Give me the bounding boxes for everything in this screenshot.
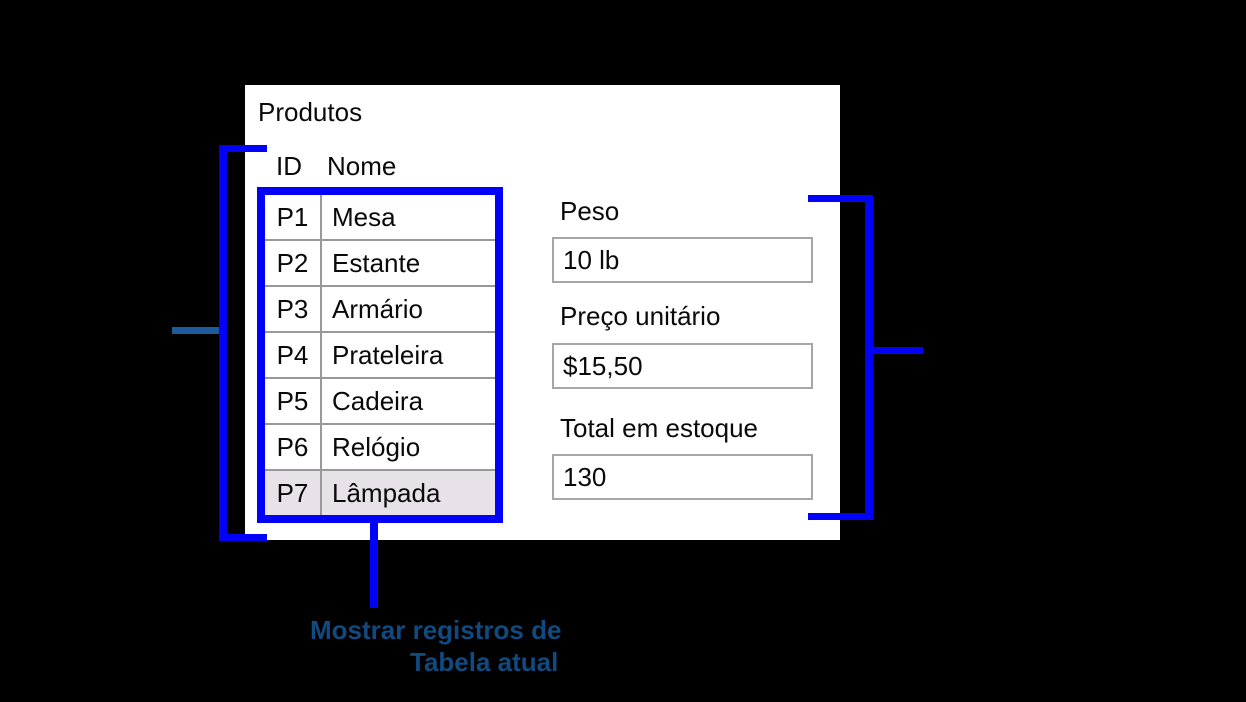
- left-bracket-bottom-arm: [219, 534, 267, 541]
- right-bracket-top-arm: [808, 195, 873, 202]
- preco-unitario-input[interactable]: $15,50: [552, 343, 813, 389]
- record-name-cell: Relógio: [321, 424, 499, 471]
- record-id-cell: P4: [261, 332, 322, 379]
- table-column-headers: ID Nome: [257, 152, 503, 182]
- total-em-estoque-input[interactable]: 130: [552, 454, 813, 500]
- caption-connector-line: [370, 521, 378, 608]
- column-header-nome: Nome: [327, 151, 397, 181]
- window-title: Produtos: [258, 97, 363, 127]
- record-name-cell: Cadeira: [321, 378, 499, 425]
- peso-label: Peso: [560, 196, 620, 226]
- record-name-cell: Mesa: [321, 191, 499, 241]
- record-id-cell: P7: [261, 470, 322, 519]
- left-bracket-vertical: [219, 145, 227, 541]
- total-em-estoque-label: Total em estoque: [560, 413, 759, 443]
- peso-input[interactable]: 10 lb: [552, 237, 813, 283]
- column-header-id: ID: [276, 151, 302, 181]
- right-bracket-vertical: [865, 195, 873, 520]
- record-id-cell: P3: [261, 286, 322, 333]
- right-connector-line: [873, 347, 923, 354]
- record-name-cell: Prateleira: [321, 332, 499, 379]
- record-name-cell: Lâmpada: [321, 470, 499, 519]
- record-id-cell: P1: [261, 191, 322, 241]
- caption-line-1: Mostrar registros de: [310, 615, 562, 645]
- left-connector-line: [172, 327, 219, 334]
- record-name-cell: Estante: [321, 240, 499, 287]
- caption-line-2: Tabela atual: [410, 647, 559, 677]
- right-bracket-bottom-arm: [808, 513, 873, 520]
- record-id-cell: P5: [261, 378, 322, 425]
- record-id-cell: P6: [261, 424, 322, 471]
- left-bracket-top-arm: [219, 145, 267, 152]
- record-id-cell: P2: [261, 240, 322, 287]
- record-name-cell: Armário: [321, 286, 499, 333]
- preco-unitario-label: Preço unitário: [560, 301, 721, 331]
